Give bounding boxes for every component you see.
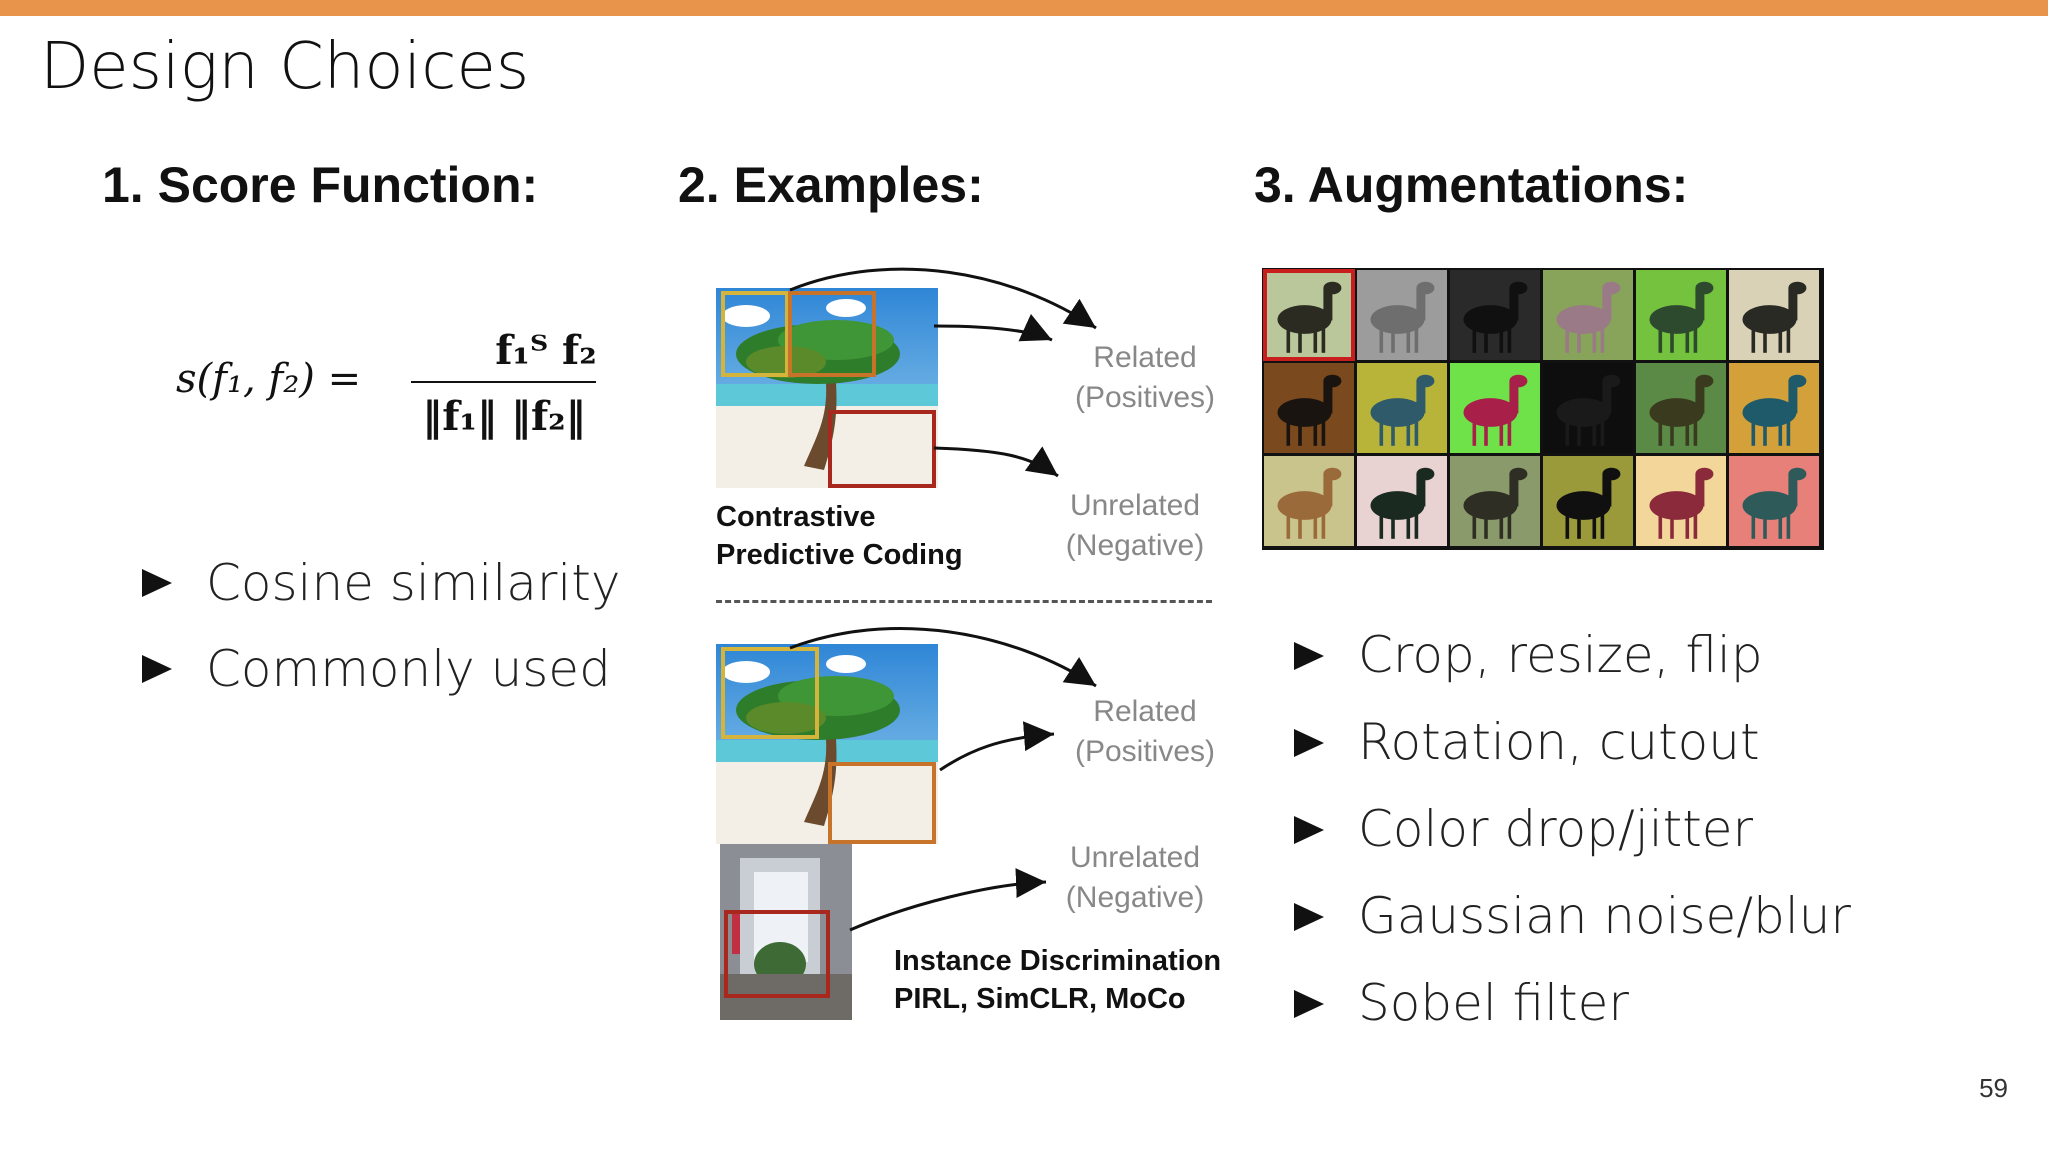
- augmentations-heading: 3. Augmentations:: [1254, 157, 1689, 213]
- instance-unrelated-label: Unrelated (Negative): [1050, 838, 1220, 918]
- bullet-triangle-icon: [142, 569, 172, 597]
- augmented-deer-tile: [1729, 456, 1819, 546]
- augmented-deer-tile: [1450, 363, 1540, 453]
- bullet-triangle-icon: [1294, 815, 1324, 844]
- augmentation-grid: [1262, 268, 1824, 550]
- augment-bullet-list: Crop, resize, flip Rotation, cutout Colo…: [1294, 612, 1851, 1047]
- augmented-deer-tile: [1729, 270, 1819, 360]
- augment-bullet-text: Sobel filter: [1358, 974, 1629, 1032]
- method-line-1: Contrastive: [716, 501, 876, 533]
- negative-text: (Negative): [1065, 881, 1205, 914]
- score-bullet-list: Cosine similarity Commonly used: [142, 540, 621, 712]
- bullet-triangle-icon: [1294, 989, 1324, 1018]
- augment-bullet-2: Color drop/jitter: [1294, 786, 1851, 873]
- augmented-deer-tile: [1636, 456, 1726, 546]
- examples-heading: 2. Examples:: [678, 157, 984, 213]
- method-line-1: Instance Discrimination: [894, 945, 1222, 977]
- augment-bullet-text: Crop, resize, flip: [1358, 626, 1763, 684]
- augment-bullet-3: Gaussian noise/blur: [1294, 873, 1851, 960]
- augment-bullet-text: Gaussian noise/blur: [1358, 887, 1851, 945]
- augmented-deer-tile: [1264, 363, 1354, 453]
- highlighted-tile-box: [1263, 269, 1355, 361]
- augmented-deer-tile: [1357, 456, 1447, 546]
- score-bullet-text: Commonly used: [206, 640, 611, 698]
- top-accent-bar: [0, 0, 2048, 16]
- instance-related-label: Related (Positives): [1060, 692, 1230, 772]
- augmented-deer-tile: [1636, 270, 1726, 360]
- red-patch-box: [724, 910, 830, 998]
- formula-numerator: f₁ᵀ f₂: [495, 327, 597, 374]
- augmented-deer-tile: [1450, 270, 1540, 360]
- room-photo: [720, 844, 852, 1020]
- related-text: Related: [1093, 341, 1197, 374]
- augment-bullet-1: Rotation, cutout: [1294, 699, 1851, 786]
- cpc-method-label: Contrastive Predictive Coding: [716, 498, 963, 574]
- augmented-deer-tile: [1357, 270, 1447, 360]
- augmented-deer-tile: [1543, 456, 1633, 546]
- augment-bullet-text: Rotation, cutout: [1358, 713, 1760, 771]
- augmented-deer-tile: [1264, 270, 1354, 360]
- cosine-formula: s(f₁, f₂) = f₁ᵀ f₂ ‖f₁‖ ‖f₂‖: [176, 327, 597, 440]
- page-number: 59: [1979, 1073, 2008, 1103]
- bullet-triangle-icon: [142, 655, 172, 683]
- yellow-patch-box: [721, 647, 819, 739]
- unrelated-text: Unrelated: [1069, 841, 1201, 874]
- augmented-deer-tile: [1450, 456, 1540, 546]
- related-text: Related: [1093, 695, 1197, 728]
- positives-text: (Positives): [1074, 381, 1216, 414]
- beach-photo-top: [716, 288, 938, 488]
- formula-lhs: s(f₁, f₂) =: [176, 356, 361, 402]
- augment-bullet-0: Crop, resize, flip: [1294, 612, 1851, 699]
- formula-denominator: ‖f₁‖ ‖f₂‖: [422, 393, 585, 440]
- cpc-related-label: Related (Positives): [1060, 338, 1230, 418]
- orange-patch-box: [788, 291, 876, 377]
- beach-photo-bottom: [716, 644, 938, 844]
- score-bullet-1: Commonly used: [142, 626, 621, 712]
- augmented-deer-tile: [1543, 270, 1633, 360]
- bullet-triangle-icon: [1294, 728, 1324, 757]
- bullet-triangle-icon: [1294, 902, 1324, 931]
- yellow-patch-box: [721, 291, 789, 377]
- bullet-triangle-icon: [1294, 641, 1324, 670]
- augment-bullet-text: Color drop/jitter: [1358, 800, 1754, 858]
- instance-method-label: Instance Discrimination PIRL, SimCLR, Mo…: [894, 942, 1221, 1018]
- orange-patch-box: [828, 762, 936, 844]
- positives-text: (Positives): [1074, 735, 1216, 768]
- method-line-2: PIRL, SimCLR, MoCo: [894, 983, 1186, 1015]
- augment-bullet-4: Sobel filter: [1294, 960, 1851, 1047]
- score-bullet-0: Cosine similarity: [142, 540, 621, 626]
- cpc-unrelated-label: Unrelated (Negative): [1050, 486, 1220, 566]
- augmented-deer-tile: [1729, 363, 1819, 453]
- augmented-deer-tile: [1264, 456, 1354, 546]
- cpc-arrows: [789, 267, 1097, 478]
- augmented-deer-tile: [1543, 363, 1633, 453]
- unrelated-text: Unrelated: [1069, 489, 1201, 522]
- score-bullet-text: Cosine similarity: [206, 554, 621, 612]
- augmented-deer-tile: [1636, 363, 1726, 453]
- score-function-heading: 1. Score Function:: [102, 157, 539, 213]
- slide-title: Design Choices: [40, 30, 530, 104]
- method-line-2: Predictive Coding: [716, 539, 963, 571]
- augmented-deer-tile: [1357, 363, 1447, 453]
- negative-text: (Negative): [1065, 529, 1205, 562]
- examples-divider: [716, 600, 1212, 603]
- instance-arrows: [789, 627, 1097, 932]
